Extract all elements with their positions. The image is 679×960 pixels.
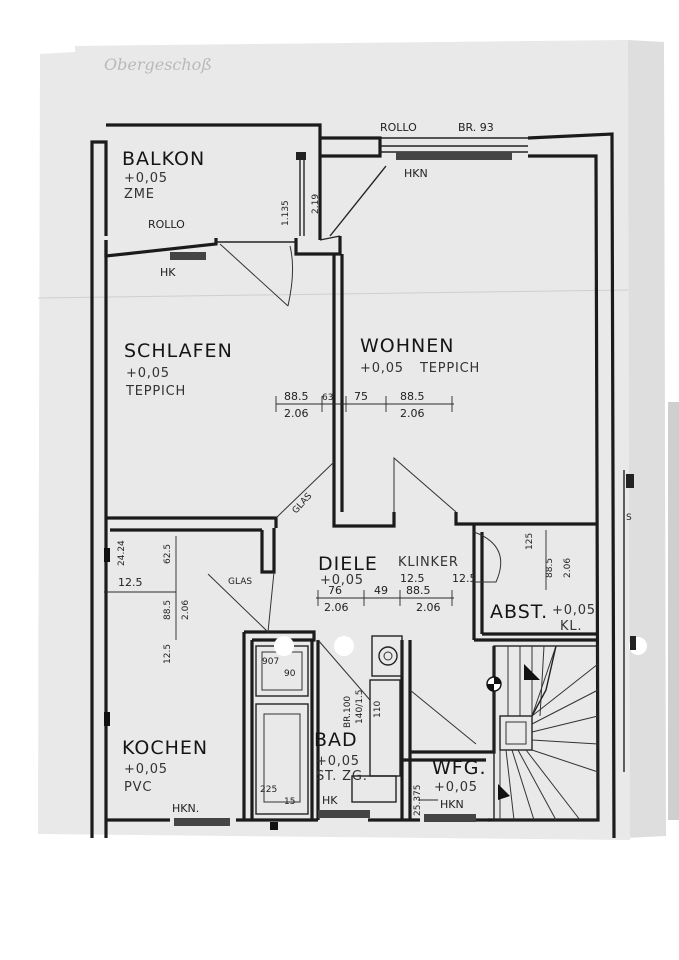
margin-marks: S xyxy=(623,470,636,772)
dim-885-k: 88.5 xyxy=(163,600,173,620)
dim-125-a: 125 xyxy=(525,533,535,550)
dim-125-k2: 12.5 xyxy=(163,644,173,664)
dim-206-d1: 2.06 xyxy=(324,601,349,614)
paper-edge-mark xyxy=(668,402,679,820)
room-balkon-level: +0,05 xyxy=(124,171,168,186)
bath-fixtures xyxy=(351,635,403,803)
dim-885-a: 88.5 xyxy=(284,390,309,403)
room-wfg-level: +0,05 xyxy=(434,780,478,795)
door-swing-schlafen-glas xyxy=(275,461,335,519)
dim-63: 63 xyxy=(322,393,333,403)
label-hkn-wfg: HKN xyxy=(440,798,464,811)
room-schlafen-finish: TEPPICH xyxy=(125,384,186,399)
dim-75: 75 xyxy=(354,390,368,403)
room-kochen-finish: PVC xyxy=(124,780,152,795)
handwritten-note: Obergeschoß xyxy=(104,55,212,74)
binder-hole xyxy=(274,636,294,656)
room-abst-finish: KL. xyxy=(560,619,582,634)
svg-text:S: S xyxy=(626,513,632,523)
binder-hole xyxy=(334,636,354,656)
room-abst-name: ABST. xyxy=(490,601,548,623)
room-wohnen-finish: TEPPICH xyxy=(419,361,480,376)
marker-kochen-2 xyxy=(104,712,110,726)
dim-125-dl: 12.5 xyxy=(400,572,425,585)
room-diele-name: DIELE xyxy=(318,553,378,575)
heater-wfg xyxy=(424,814,476,822)
dim-206-b: 2.06 xyxy=(400,407,425,420)
room-kochen-level: +0,05 xyxy=(124,762,168,777)
label-rollo-top: ROLLO xyxy=(380,121,417,134)
room-bad-name: BAD xyxy=(314,729,358,751)
door-swing-abst xyxy=(473,531,502,583)
bathtub xyxy=(255,703,309,815)
dim-49: 49 xyxy=(374,584,388,597)
heater-schlafen xyxy=(170,252,206,260)
room-wohnen-level: +0,05 xyxy=(360,361,404,376)
dim-balkon-219: 2.19 xyxy=(311,194,321,214)
paper-sheet-back xyxy=(626,40,666,838)
label-hkn-wohnen: HKN xyxy=(404,167,428,180)
dim-206-a: 2.06 xyxy=(284,407,309,420)
staircase xyxy=(486,645,599,821)
dim-strip-wohnen xyxy=(275,396,454,412)
dim-206-k: 2.06 xyxy=(181,600,191,620)
room-abst-level: +0,05 xyxy=(552,603,596,618)
label-br93: BR. 93 xyxy=(458,121,494,134)
dim-76: 76 xyxy=(328,584,342,597)
room-schlafen-level: +0,05 xyxy=(126,366,170,381)
dim-206-d2: 2.06 xyxy=(416,601,441,614)
room-wfg-name: WFG. xyxy=(432,757,486,779)
door-swing-wfg xyxy=(409,689,477,745)
label-rollo-balkon: ROLLO xyxy=(148,218,185,231)
dim-2424: 24.24 xyxy=(117,540,127,566)
dim-885-d: 88.5 xyxy=(406,584,431,597)
marker-bad xyxy=(270,822,278,830)
label-glas-kochen: GLAS xyxy=(228,577,252,587)
heater-kochen xyxy=(174,818,230,826)
label-hk-bad: HK xyxy=(322,794,338,807)
dim-625: 62.5 xyxy=(163,544,173,564)
room-diele-finish: KLINKER xyxy=(398,555,459,570)
heater-bad xyxy=(318,810,370,818)
label-hkn-kochen: HKN. xyxy=(172,802,199,815)
door-swing-kochen xyxy=(207,571,275,634)
room-balkon-finish: ZME xyxy=(124,187,155,202)
room-balkon-name: BALKON xyxy=(122,148,205,170)
room-diele-level: +0,05 xyxy=(320,573,364,588)
dim-885-b: 88.5 xyxy=(400,390,425,403)
door-swing-wohnen xyxy=(393,456,457,513)
label-hk-schlafen: HK xyxy=(160,266,176,279)
label-br100: BR.100 xyxy=(343,696,353,728)
label-bath-110: 110 xyxy=(373,701,383,718)
door-swing-schlafen xyxy=(219,243,294,307)
dim-strip-diele xyxy=(316,590,454,606)
dim-15: 15 xyxy=(284,797,295,807)
label-tray-907: 907 xyxy=(262,657,279,667)
dim-885-a2: 88.5 xyxy=(545,558,555,578)
door-swing-bad xyxy=(317,639,371,701)
marker-kochen xyxy=(104,548,110,562)
room-bad-level: +0,05 xyxy=(316,754,360,769)
dim-125-dr: 12.5 xyxy=(452,572,477,585)
room-wohnen-name: WOHNEN xyxy=(360,335,454,357)
dim-balkon-1135: 1.135 xyxy=(281,200,291,226)
dim-206-a2: 2.06 xyxy=(563,558,573,578)
room-kochen-name: KOCHEN xyxy=(122,737,208,759)
room-bad-finish: ST. ZG. xyxy=(316,769,368,784)
heater-wohnen xyxy=(396,152,512,160)
label-tray-90: 90 xyxy=(284,669,296,679)
outer-walls xyxy=(90,123,616,839)
dim-225: 225 xyxy=(260,785,277,795)
dim-125-k: 12.5 xyxy=(118,576,143,589)
balkon-door xyxy=(296,152,387,237)
label-bath-140: 140/1.5 xyxy=(355,689,365,724)
room-schlafen-name: SCHLAFEN xyxy=(124,340,233,362)
